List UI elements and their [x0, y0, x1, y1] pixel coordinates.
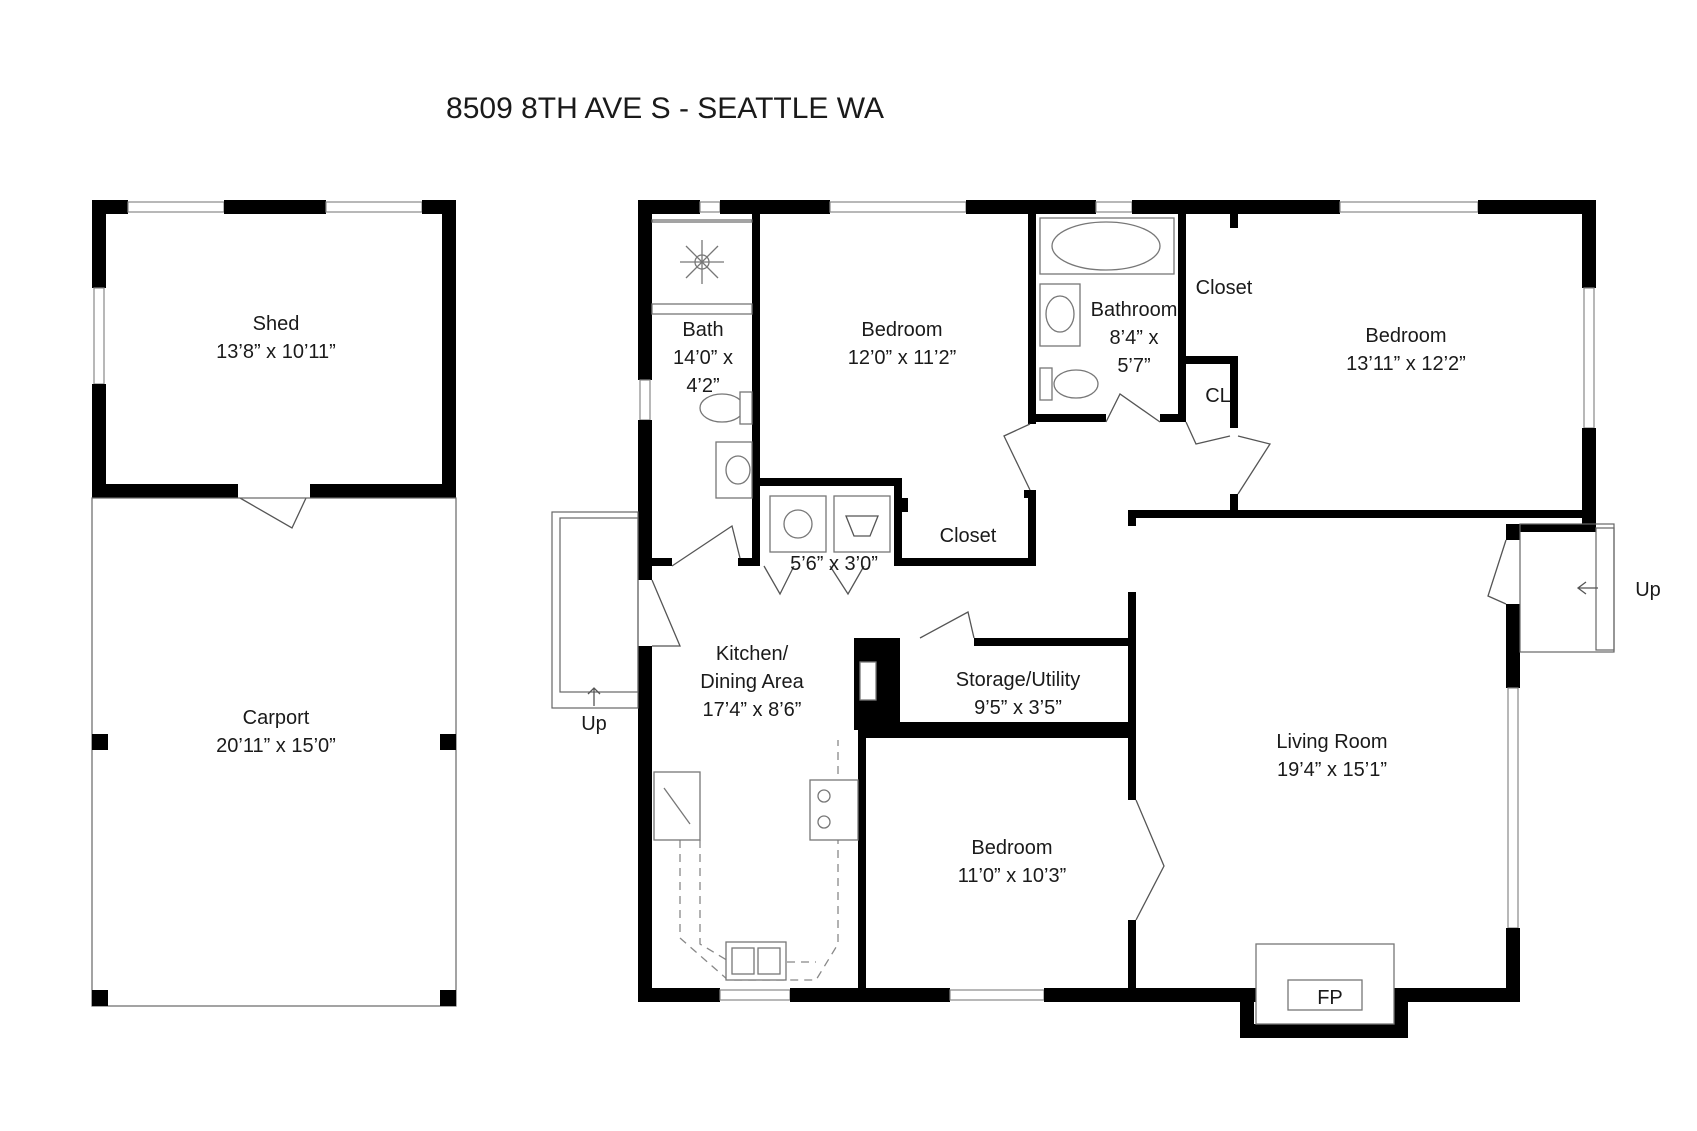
kitchen-dims: 17’4” x 8’6”: [703, 699, 802, 721]
bath-dims-2: 4’2”: [686, 375, 719, 397]
stove-icon: [809, 779, 859, 841]
plan-title: 8509 8TH AVE S - SEATTLE WA: [446, 92, 884, 125]
cl-name: CL: [1205, 385, 1231, 407]
bathroom-name: Bathroom: [1091, 299, 1178, 321]
toilet-icon: [699, 393, 745, 423]
light-fixture-icon: [680, 240, 724, 284]
stairs-right-label: Up: [1635, 579, 1661, 601]
stairs-right: Up: [1519, 523, 1661, 653]
laundry-dims: 5’6” x 3’0”: [790, 553, 878, 575]
closet-mid-name: Closet: [940, 525, 997, 547]
bathtub-icon: [1051, 221, 1161, 271]
dryer-icon: [833, 495, 891, 553]
bedroom-1-name: Bedroom: [861, 319, 942, 341]
kitchen-name-2: Dining Area: [700, 671, 804, 693]
bedroom-3-dims: 11’0” x 10’3”: [958, 865, 1067, 887]
closet-top-name: Closet: [1196, 277, 1253, 299]
room-labels: Shed 13’8” x 10’11” Carport 20’11” x 15’…: [216, 277, 1466, 1009]
up-arrow-icon: [587, 687, 601, 706]
bath-dims-1: 14’0” x: [673, 347, 733, 369]
fireplace-label: FP: [1317, 987, 1343, 1009]
living-dims: 19’4” x 15’1”: [1277, 759, 1387, 781]
bedroom-1-dims: 12’0” x 11’2”: [848, 347, 957, 369]
living-name: Living Room: [1276, 731, 1387, 753]
stairs-left-label: Up: [581, 713, 607, 735]
bedroom-2-dims: 13’11” x 12’2”: [1346, 353, 1466, 375]
house-walls: [638, 200, 1596, 1038]
bedroom-3-name: Bedroom: [971, 837, 1052, 859]
bath-name: Bath: [682, 319, 723, 341]
stairs-left: Up: [551, 511, 639, 735]
shed-dims: 13’8” x 10’11”: [216, 341, 336, 363]
left-arrow-icon: [1576, 581, 1598, 595]
carport-name: Carport: [243, 707, 310, 729]
shed-door-icon: [239, 497, 307, 529]
bathroom-dims-2: 5’7”: [1117, 355, 1150, 377]
carport-dims: 20’11” x 15’0”: [216, 735, 336, 757]
carport: [91, 497, 457, 1007]
storage-dims: 9’5” x 3’5”: [974, 697, 1062, 719]
bathroom-dims-1: 8’4” x: [1110, 327, 1159, 349]
bedroom-2-name: Bedroom: [1365, 325, 1446, 347]
kitchen-name-1: Kitchen/: [716, 643, 789, 665]
fixtures: [651, 217, 1395, 1025]
shed-name: Shed: [253, 313, 300, 335]
doors: [651, 393, 1507, 921]
storage-name: Storage/Utility: [956, 669, 1081, 691]
shed: [92, 200, 456, 529]
bathroom-toilet-icon: [1053, 369, 1099, 399]
